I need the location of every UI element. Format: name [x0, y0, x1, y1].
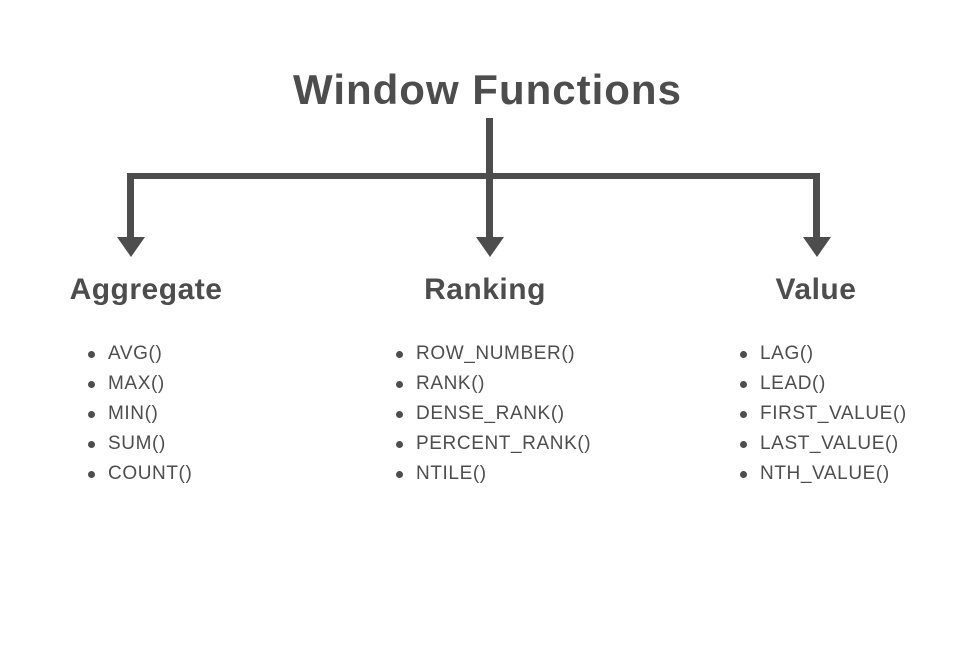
connector-drop-right [813, 173, 820, 237]
bullet-icon [88, 350, 95, 358]
function-name: FIRST_VALUE() [760, 403, 907, 424]
bullet-icon [740, 410, 747, 418]
function-name: LAST_VALUE() [760, 433, 899, 454]
function-name: AVG() [108, 343, 163, 364]
function-name: LEAD() [760, 373, 826, 394]
function-list-aggregate: AVG() MAX() MIN() SUM() COUNT() [88, 339, 192, 489]
function-name: SUM() [108, 433, 166, 454]
category-title-ranking: Ranking [424, 273, 546, 306]
function-name: PERCENT_RANK() [416, 433, 592, 454]
list-item: SUM() [88, 429, 192, 459]
bullet-icon [88, 380, 95, 388]
list-item: LAST_VALUE() [740, 429, 907, 459]
bullet-icon [88, 470, 95, 478]
bullet-icon [740, 470, 747, 478]
bullet-icon [396, 470, 403, 478]
list-item: RANK() [396, 369, 591, 399]
diagram-title: Window Functions [293, 66, 682, 113]
function-name: ROW_NUMBER() [416, 343, 576, 364]
function-name: MIN() [108, 403, 159, 424]
list-item: ROW_NUMBER() [396, 339, 591, 369]
category-title-aggregate: Aggregate [69, 273, 223, 306]
list-item: AVG() [88, 339, 192, 369]
connector-horizontal-bar [127, 173, 820, 179]
list-item: MAX() [88, 369, 192, 399]
list-item: LEAD() [740, 369, 907, 399]
list-item: MIN() [88, 399, 192, 429]
function-name: RANK() [416, 373, 486, 394]
list-item: FIRST_VALUE() [740, 399, 907, 429]
function-name: NTH_VALUE() [760, 463, 890, 484]
list-item: NTH_VALUE() [740, 459, 907, 489]
bullet-icon [396, 380, 403, 388]
function-list-ranking: ROW_NUMBER() RANK() DENSE_RANK() PERCENT_RA… [396, 339, 591, 489]
bullet-icon [396, 410, 403, 418]
bullet-icon [396, 350, 403, 358]
arrow-down-icon-right [803, 237, 831, 257]
bullet-icon [740, 440, 747, 448]
list-item: PERCENT_RANK() [396, 429, 591, 459]
category-title-value: Value [775, 273, 857, 306]
function-name: DENSE_RANK() [416, 403, 565, 424]
function-list-value: LAG() LEAD() FIRST_VALUE() LAST_VALUE() NTH_… [740, 339, 907, 489]
list-item: DENSE_RANK() [396, 399, 591, 429]
arrow-down-icon-center [476, 237, 504, 257]
function-name: NTILE() [416, 463, 487, 484]
bullet-icon [88, 440, 95, 448]
arrow-down-icon-left [117, 237, 145, 257]
bullet-icon [740, 350, 747, 358]
function-name: LAG() [760, 343, 814, 364]
connector-drop-left [127, 173, 134, 237]
function-name: MAX() [108, 373, 165, 394]
bullet-icon [88, 410, 95, 418]
list-item: NTILE() [396, 459, 591, 489]
list-item: COUNT() [88, 459, 192, 489]
list-item: LAG() [740, 339, 907, 369]
bullet-icon [396, 440, 403, 448]
function-name: COUNT() [108, 463, 193, 484]
bullet-icon [740, 380, 747, 388]
